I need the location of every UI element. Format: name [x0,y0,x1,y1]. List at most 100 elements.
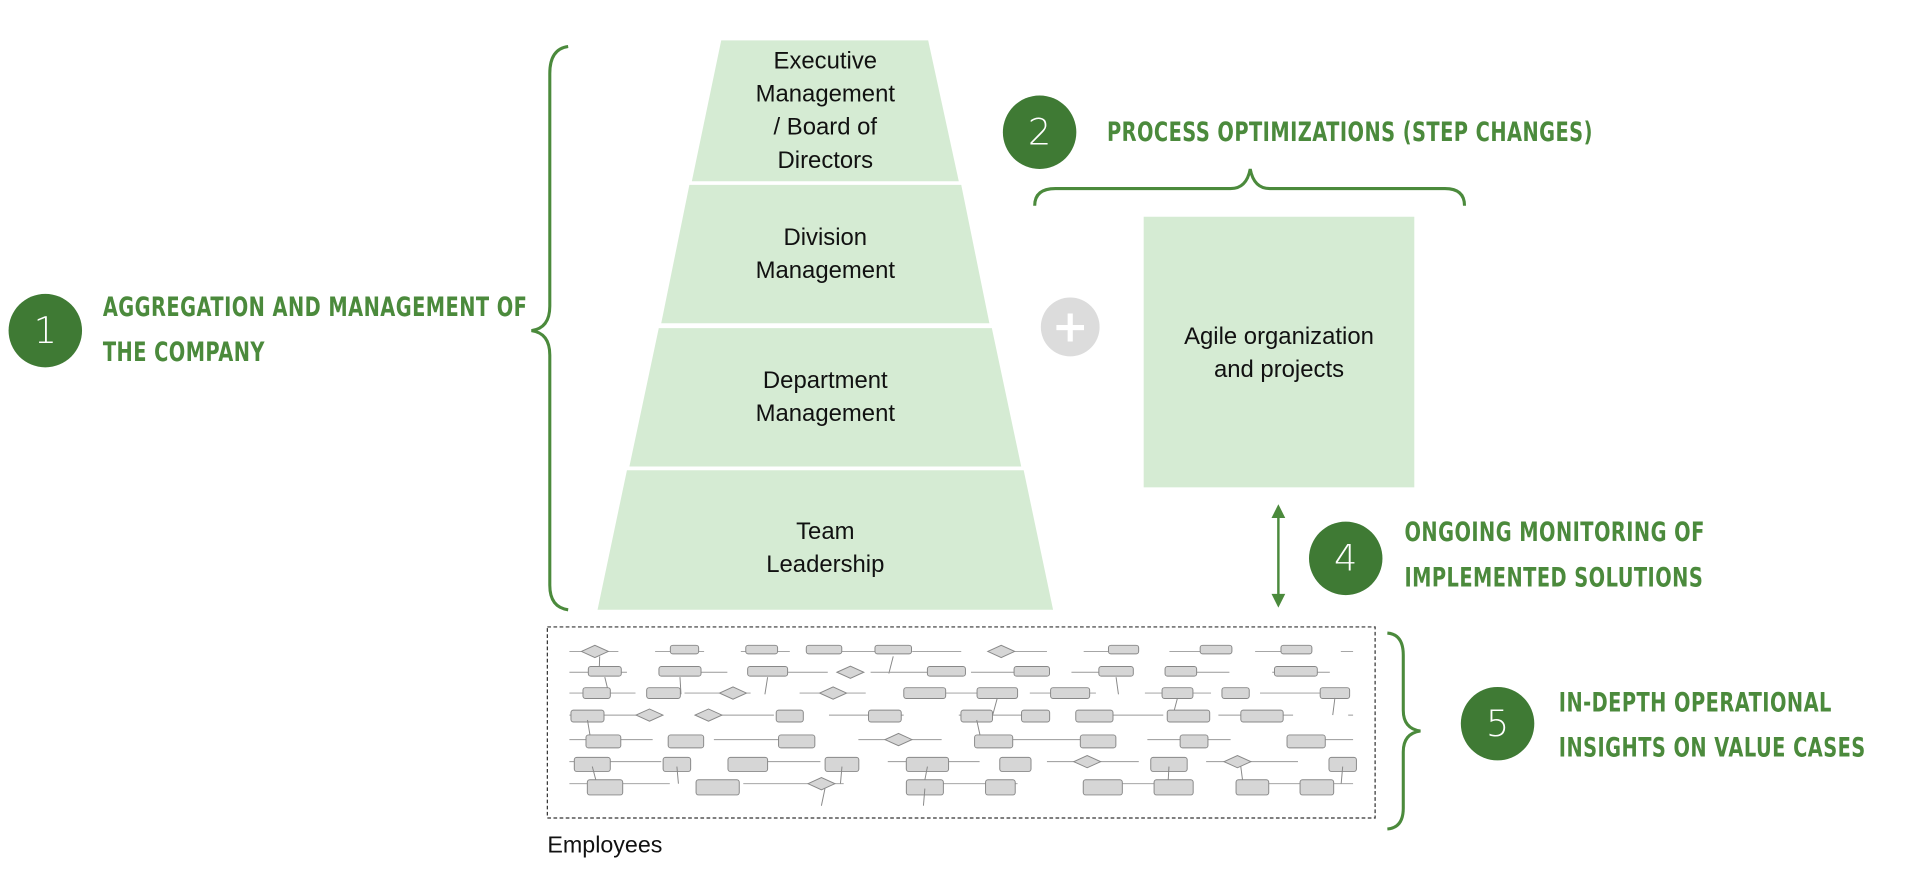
callout-monitoring: ONGOING MONITORING OF IMPLEMENTED SOLUTIO… [1405,511,1705,602]
pyramid-tier-4-shape [597,470,1054,610]
flow-step-shape [582,687,611,699]
flow-step-shape [587,666,622,677]
flow-step-shape [1179,734,1209,749]
process-flow-illustration [569,644,1357,806]
flow-decision-shape [818,686,848,700]
callout-line: INSIGHTS ON VALUE CASES [1558,733,1866,765]
flow-step-shape [573,756,611,772]
pyramid-tier-1-shape [691,40,959,182]
pyramid-tier-3-shape [629,328,1022,467]
flow-step-shape [1166,709,1211,723]
flow-step-shape [874,644,913,655]
flow-step-shape [1161,687,1194,699]
flow-step-shape [1319,687,1351,699]
callout-line: THE COMPANY [102,337,265,369]
flow-decision-shape [835,665,866,679]
agile-organization-box [1143,216,1415,488]
flow-decision-shape [634,708,665,722]
flow-connector [1340,766,1344,784]
flow-step-shape [1273,666,1318,677]
flow-step-shape [1221,687,1250,699]
flow-step-shape [695,779,740,796]
flow-step-shape [745,644,779,655]
flow-step-shape [1107,644,1140,655]
flow-step-shape [976,687,1019,699]
flow-step-shape [586,779,624,796]
tier-label-line: Management [755,399,895,427]
flow-decision-shape [986,644,1016,659]
flow-step-shape [903,687,947,699]
flow-decision-shape [806,777,837,791]
step-number: 5 [1485,702,1510,746]
tier-label-line: / Board of [773,113,878,141]
flow-step-shape [1079,734,1117,749]
tier-label-line: Directors [777,146,874,174]
callout-line: IMPLEMENTED SOLUTIONS [1404,563,1704,594]
step-badge-4: 4 [1308,521,1383,596]
flow-step-shape [1013,666,1050,677]
flow-decision-shape [580,644,610,659]
flow-step-shape [669,644,700,655]
flow-step-shape [1286,734,1326,749]
step-badge-2: 2 [1002,95,1077,169]
employees-label: Employees [547,832,663,859]
tier-label-line: Division [783,223,868,251]
callout-line: PROCESS OPTIMIZATIONS (STEP CHANGES) [1106,117,1593,149]
flow-connector [586,719,591,738]
flow-step-shape [1082,779,1123,796]
step-number: 2 [1027,110,1052,154]
double-arrow-icon [1271,504,1286,608]
flow-connector [676,766,679,784]
flow-step-shape [775,709,804,723]
flow-decision-shape [718,686,748,700]
flow-step-shape [747,666,789,677]
callout-line: ONGOING MONITORING OF [1404,517,1705,549]
pyramid-tier-2-shape [661,184,990,324]
flow-step-shape [985,779,1016,796]
tier-label-line: Management [755,256,895,284]
flow-step-shape [1153,779,1194,796]
flow-step-shape [974,734,1014,749]
flow-step-shape [805,644,843,655]
flow-step-shape [905,779,944,796]
flow-step-shape [1235,779,1270,796]
right-brace-icon [1387,631,1421,831]
flow-connector [839,766,843,784]
step-number: 4 [1334,536,1358,580]
flow-step-shape [778,734,816,749]
plus-icon: + [1040,297,1100,357]
agile-organization-label: Agile organization and projects [1144,217,1415,488]
flow-step-shape [926,666,966,677]
tier-label-line: Department [762,366,888,394]
flow-connector [888,656,894,674]
top-brace-icon [1033,168,1467,206]
flow-connector [922,788,926,806]
flow-connector [992,697,998,716]
flow-step-shape [1021,709,1051,723]
flow-decision-shape [1222,754,1253,769]
flow-step-shape [1199,644,1233,655]
flow-connector [764,677,769,695]
agile-label-line: Agile organization [1184,323,1374,351]
flow-step-shape [1050,687,1091,699]
flow-decision-shape [1072,754,1102,769]
flow-decision-shape [883,732,914,747]
left-brace-icon [531,45,569,612]
flow-step-shape [667,734,705,749]
agile-label-line: and projects [1213,356,1345,384]
tier-label-line: Team [796,517,855,545]
flow-connector [1115,677,1119,695]
flow-step-shape [1164,666,1198,677]
flow-step-shape [868,709,902,723]
flow-step-shape [905,756,950,772]
flow-step-shape [999,756,1032,772]
flow-step-shape [585,734,622,749]
tier-label-line: Leadership [766,550,885,578]
flow-connector [820,788,826,806]
flow-decision-shape [693,708,724,722]
